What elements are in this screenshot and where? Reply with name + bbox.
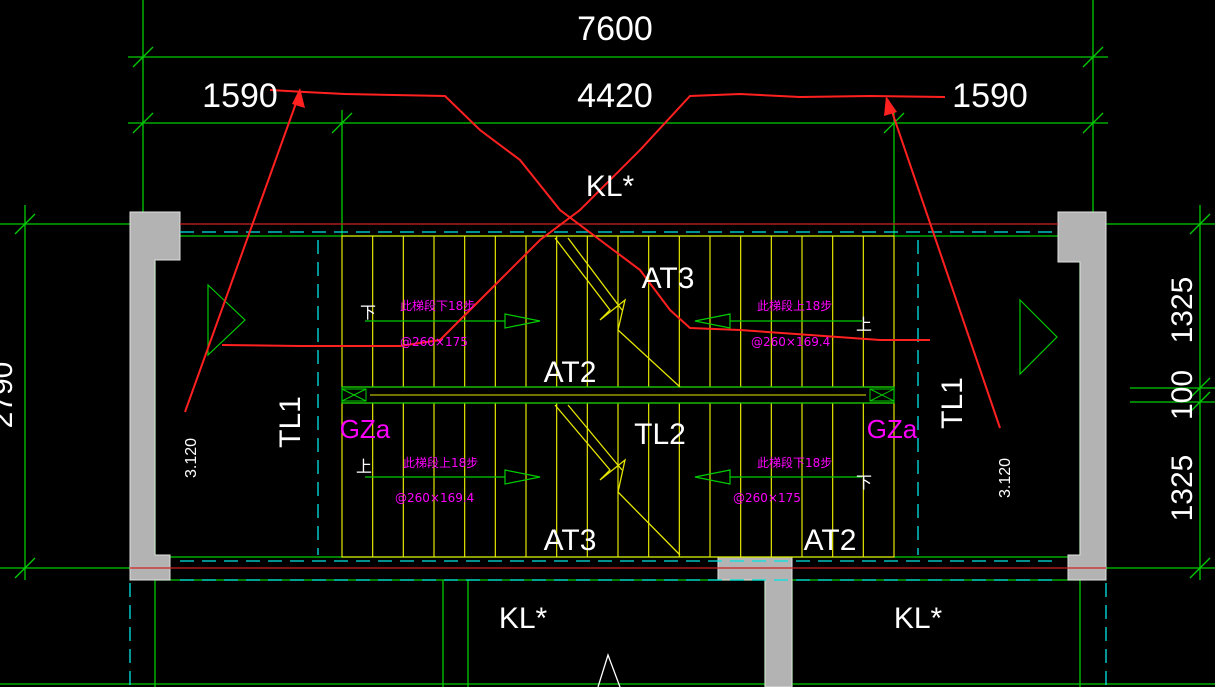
elev-right-label: 3.120 xyxy=(997,458,1014,498)
at3-bottom-label: AT3 xyxy=(544,524,597,557)
tl2-label: TL2 xyxy=(634,418,686,451)
elev-left-label: 3.120 xyxy=(183,438,200,478)
dim-middle-label: 4420 xyxy=(577,77,653,115)
wall-right xyxy=(1057,211,1107,581)
wall-column-bottom xyxy=(717,556,793,687)
note-top-left-spec: @260×175 xyxy=(400,335,468,349)
note-top-left-title: 此梯段下18步 xyxy=(400,298,475,313)
dim-right-label: 1590 xyxy=(952,77,1028,115)
note-bottom-right-spec: @260×175 xyxy=(733,491,801,505)
walls xyxy=(129,211,1107,687)
kl-bottom-left-label: KL* xyxy=(499,602,548,635)
dim-left-label: 1590 xyxy=(202,77,278,115)
gz-right-label: GZa xyxy=(867,414,918,444)
axis-dashes xyxy=(129,231,1107,687)
wall-left xyxy=(129,211,181,581)
dim-left-side-label: 2790 xyxy=(0,362,19,429)
note-bottom-left-spec: @260×169.4 xyxy=(395,491,474,505)
kl-top-label: KL* xyxy=(586,170,635,203)
note-top-right-dir: 上 xyxy=(856,316,872,334)
gz-marker-left xyxy=(341,388,367,402)
at2-mid-label: AT2 xyxy=(544,356,597,389)
note-bottom-left-dir: 上 xyxy=(356,458,372,476)
note-top-right-spec: @260×169.4 xyxy=(751,335,830,349)
note-top-left-dir: 下 xyxy=(360,305,376,322)
note-bottom-right-dir: 下 xyxy=(856,475,872,492)
beam-lines xyxy=(130,223,1106,569)
kl-bottom-right-label: KL* xyxy=(894,602,943,635)
tl1-right-label: TL1 xyxy=(936,377,969,429)
at3-top-label: AT3 xyxy=(642,262,695,295)
dim-right-bottom-label: 1325 xyxy=(1166,455,1199,522)
note-bottom-right-title: 此梯段下18步 xyxy=(757,455,832,470)
at2-bottom-label: AT2 xyxy=(804,524,857,557)
landing-beam xyxy=(341,386,895,404)
break-mark xyxy=(597,652,621,687)
dim-total-label: 7600 xyxy=(577,10,653,48)
stair-treads xyxy=(341,235,895,558)
dim-right-mid-label: 100 xyxy=(1166,370,1199,420)
note-top-right-title: 此梯段上18步 xyxy=(757,298,832,313)
markup-arrowheads xyxy=(292,88,897,116)
direction-arrows xyxy=(207,283,1058,485)
tl1-left-label: TL1 xyxy=(274,396,307,448)
break-lines xyxy=(554,237,681,556)
gz-left-label: GZa xyxy=(340,414,391,444)
note-bottom-left-title: 此梯段上18步 xyxy=(403,455,478,470)
gz-marker-right xyxy=(869,388,895,402)
red-markup xyxy=(184,89,1001,429)
dim-right-top-label: 1325 xyxy=(1166,277,1199,344)
